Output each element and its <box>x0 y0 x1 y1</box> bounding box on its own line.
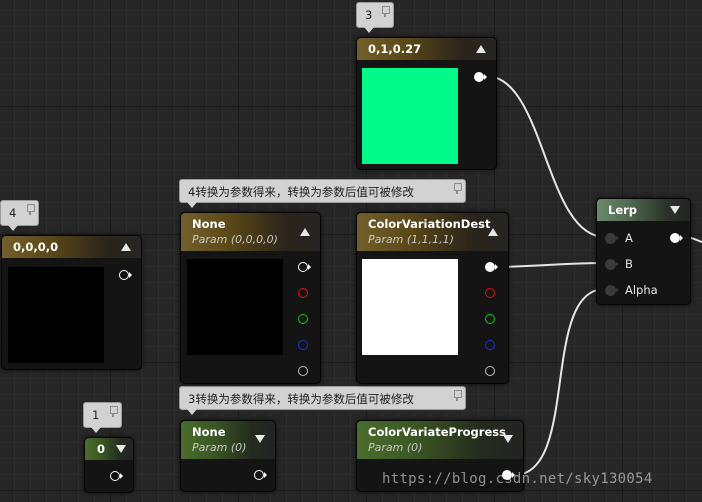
collapse-arrow-icon[interactable] <box>488 228 498 236</box>
node-subtitle: Param (0) <box>368 441 423 454</box>
output-pin-r[interactable] <box>298 288 308 298</box>
node-title: 0,1,0.27 <box>368 42 422 56</box>
collapse-arrow-icon[interactable] <box>300 228 310 236</box>
output-pin[interactable] <box>502 470 515 480</box>
vector-parameter-node-colorvariationdest[interactable]: ColorVariationDest Param (1,1,1,1) <box>356 212 509 384</box>
node-subtitle: Param (0) <box>192 441 247 454</box>
comment-bubble-3[interactable]: 3 <box>356 2 394 33</box>
pin-icon[interactable] <box>454 183 462 194</box>
color-preview-swatch <box>187 259 283 355</box>
wire-colordest-to-lerp-b <box>496 262 606 268</box>
comment-bubble-convert-3[interactable]: 3转换为参数得来，转换为参数后值可被修改 <box>179 386 466 415</box>
comment-text: 1 <box>92 408 100 422</box>
input-pin-a[interactable] <box>605 233 619 244</box>
output-pin-r[interactable] <box>485 288 495 298</box>
collapse-arrow-icon[interactable] <box>476 45 486 53</box>
input-pin-b[interactable] <box>605 259 619 270</box>
node-title: None <box>192 425 226 439</box>
node-header[interactable]: ColorVariateProgress Param (0) <box>357 421 523 459</box>
pin-icon[interactable] <box>454 390 462 401</box>
output-pin-b[interactable] <box>485 340 495 350</box>
color-preview-swatch <box>362 259 458 355</box>
output-pin[interactable] <box>670 233 683 243</box>
output-pin[interactable] <box>110 471 123 481</box>
pin-icon[interactable] <box>110 406 118 417</box>
node-subtitle: Param (0,0,0,0) <box>192 233 278 246</box>
comment-bubble-1[interactable]: 1 <box>83 402 122 433</box>
comment-bubble-4[interactable]: 4 <box>0 200 39 231</box>
node-header[interactable]: ColorVariationDest Param (1,1,1,1) <box>357 213 508 251</box>
watermark-text: https://blog.csdn.net/sky130054 <box>382 471 653 487</box>
scalar-parameter-node-colorvariateprogress[interactable]: ColorVariateProgress Param (0) <box>356 420 524 492</box>
input-label-b: B <box>625 257 633 271</box>
node-header[interactable]: Lerp <box>597 199 690 221</box>
wire-const3-to-lerp-a <box>485 75 606 238</box>
output-pin-a[interactable] <box>298 366 308 376</box>
constant-node[interactable]: 0 <box>84 437 134 493</box>
node-header[interactable]: None Param (0,0,0,0) <box>181 213 320 251</box>
collapse-arrow-icon[interactable] <box>255 435 265 443</box>
constant3vector-node[interactable]: 0,1,0.27 <box>356 37 497 170</box>
node-header[interactable]: 0,1,0.27 <box>357 38 496 60</box>
output-pin-rgb[interactable] <box>298 262 311 272</box>
color-preview-swatch <box>8 267 104 363</box>
output-pin-rgb[interactable] <box>485 262 498 272</box>
node-subtitle: Param (1,1,1,1) <box>368 233 454 246</box>
output-pin-g[interactable] <box>298 314 308 324</box>
collapse-arrow-icon[interactable] <box>670 206 680 214</box>
output-pin[interactable] <box>254 470 267 480</box>
node-header[interactable]: None Param (0) <box>181 421 275 459</box>
color-preview-swatch <box>362 68 458 164</box>
collapse-arrow-icon[interactable] <box>116 445 126 453</box>
input-label-alpha: Alpha <box>625 283 658 297</box>
node-title: ColorVariateProgress <box>368 425 506 439</box>
collapse-arrow-icon[interactable] <box>503 435 513 443</box>
output-pin[interactable] <box>474 72 487 82</box>
comment-text: 4 <box>9 206 17 220</box>
wire-progress-to-lerp-alpha <box>513 288 606 476</box>
vector-parameter-node-none[interactable]: None Param (0,0,0,0) <box>180 212 321 384</box>
output-pin-a[interactable] <box>485 366 495 376</box>
input-label-a: A <box>625 231 633 245</box>
node-title: 0,0,0,0 <box>13 240 59 254</box>
pin-icon[interactable] <box>382 6 390 17</box>
lerp-node[interactable]: Lerp A B Alpha <box>596 198 691 305</box>
comment-text: 3 <box>365 8 373 22</box>
node-title: 0 <box>97 442 106 456</box>
node-header[interactable]: 0 <box>85 438 133 460</box>
comment-text: 4转换为参数得来，转换为参数后值可被修改 <box>188 185 414 199</box>
pin-icon[interactable] <box>27 204 35 215</box>
comment-bubble-convert-4[interactable]: 4转换为参数得来，转换为参数后值可被修改 <box>179 179 466 208</box>
node-title: Lerp <box>608 203 638 217</box>
node-header[interactable]: 0,0,0,0 <box>2 236 141 258</box>
input-pin-alpha[interactable] <box>605 285 619 296</box>
scalar-parameter-node-none[interactable]: None Param (0) <box>180 420 276 492</box>
comment-text: 3转换为参数得来，转换为参数后值可被修改 <box>188 392 414 406</box>
node-title: ColorVariationDest <box>368 217 491 231</box>
constant4vector-node[interactable]: 0,0,0,0 <box>1 235 142 370</box>
collapse-arrow-icon[interactable] <box>121 243 131 251</box>
output-pin-g[interactable] <box>485 314 495 324</box>
output-pin[interactable] <box>119 270 132 280</box>
node-title: None <box>192 217 226 231</box>
output-pin-b[interactable] <box>298 340 308 350</box>
